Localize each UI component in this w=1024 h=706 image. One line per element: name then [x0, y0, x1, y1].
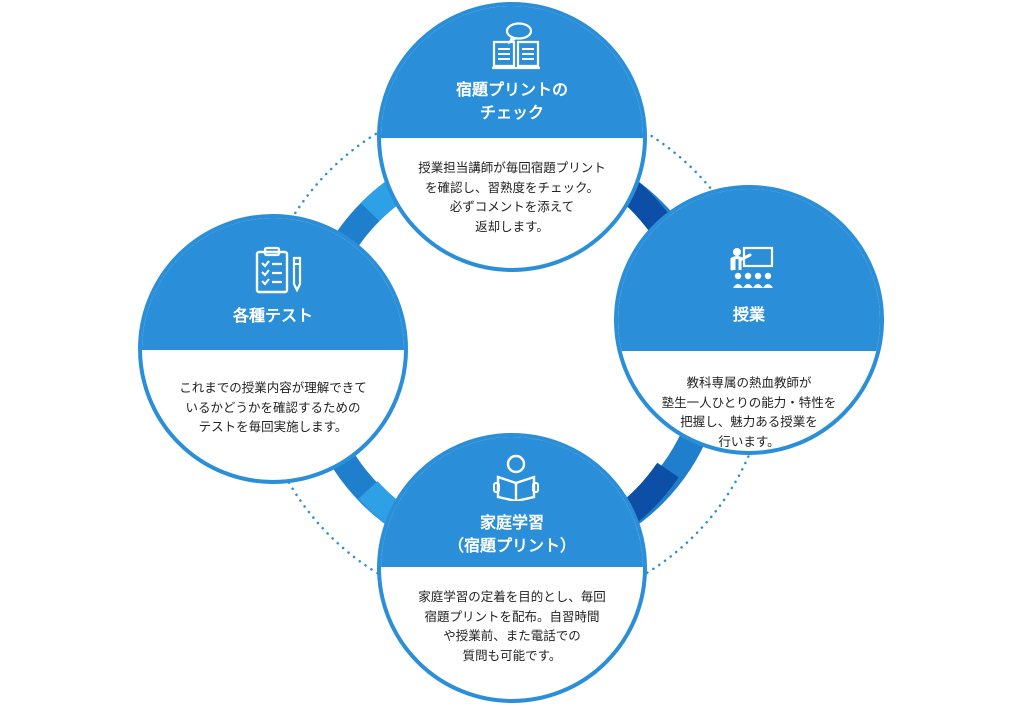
node-title: 宿題プリントの チェック: [455, 80, 568, 122]
node-description: 家庭学習の定着を目的とし、毎回 宿題プリントを配布。自習時間 や授業前、また電話…: [418, 589, 606, 663]
node-homework-check: 宿題プリントの チェック 授業担当講師が毎回宿題プリント を確認し、習熟度をチェ…: [377, 2, 647, 272]
node-lesson: 授業 教科専属の熱血教師が 塾生一人ひとりの能力・特性を 把握し、魅力ある授業を…: [614, 185, 884, 455]
node-header: [381, 437, 643, 567]
node-tests: 各種テスト これまでの授業内容が理解できて いるかどうかを確認するための テスト…: [138, 214, 408, 484]
node-description: 教科専属の熱血教師が 塾生一人ひとりの能力・特性を 把握し、魅力ある授業を 行い…: [661, 375, 837, 449]
open-book-speech-icon: [490, 22, 542, 74]
node-header: [142, 218, 404, 350]
node-description: これまでの授業内容が理解できて いるかどうかを確認するための テストを毎回実施し…: [179, 380, 367, 434]
teacher-classroom-icon: [728, 245, 776, 293]
node-title: 家庭学習 （宿題プリント）: [447, 513, 576, 555]
node-description: 授業担当講師が毎回宿題プリント を確認し、習熟度をチェック。 必ずコメントを添え…: [418, 160, 606, 234]
clipboard-checklist-icon: [254, 246, 302, 298]
node-title: 授業: [732, 305, 765, 324]
node-home-study: 家庭学習 （宿題プリント） 家庭学習の定着を目的とし、毎回 宿題プリントを配布。…: [377, 433, 647, 703]
node-title: 各種テスト: [232, 306, 313, 325]
node-header: [381, 6, 643, 138]
person-reading-icon: [492, 453, 540, 505]
node-header: [618, 189, 880, 351]
